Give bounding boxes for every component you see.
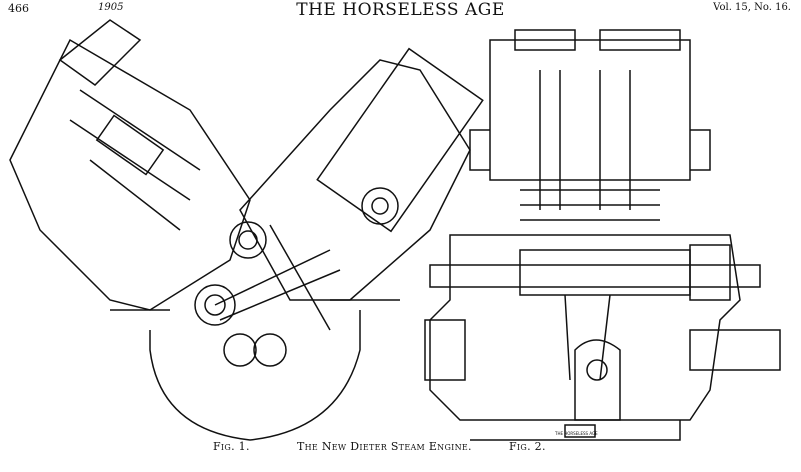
engraver-mark: THE HORSELESS AGE (555, 431, 598, 436)
year-note: 1905 (98, 2, 124, 13)
journal-title: THE HORSELESS AGE (296, 0, 505, 20)
fig2-section-drawing (424, 29, 781, 441)
page-number: 466 (8, 2, 29, 15)
fig1-v-engine-drawing (9, 19, 484, 441)
figure-2-label: Fig. 2. (509, 440, 546, 453)
volume-number: Vol. 15, No. 16. (713, 2, 791, 13)
figure-caption: The New Dieter Steam Engine. (297, 440, 472, 453)
figure-1-label: Fig. 1. (213, 440, 250, 453)
